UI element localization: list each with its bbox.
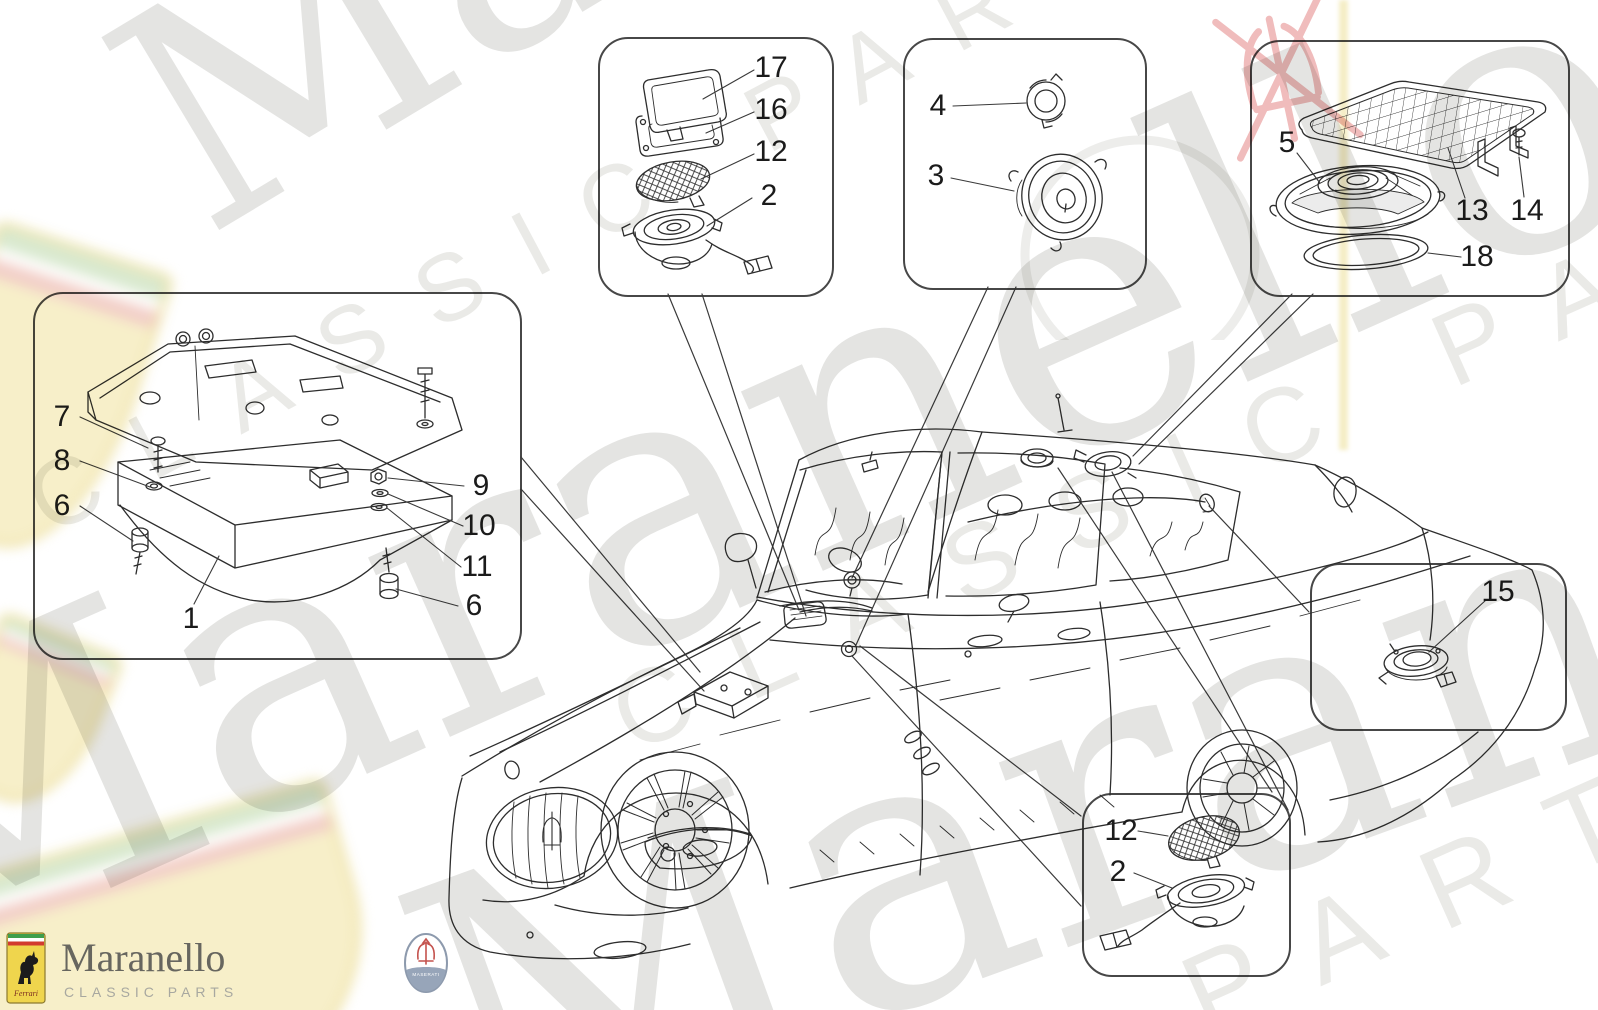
front-wheel [600, 751, 750, 909]
callout-10: 10 [462, 509, 496, 542]
callout-2: 2 [760, 179, 778, 212]
callout-11: 11 [461, 550, 493, 583]
callout-box-dash-speaker [598, 37, 834, 297]
callout-1: 1 [182, 602, 200, 635]
callout-12: 12 [754, 135, 788, 168]
footer-tagline-text: CLASSIC PARTS [64, 984, 239, 1000]
callout-12-rear: 12 [1104, 814, 1138, 847]
callout-box-shelf-tweeter [1310, 563, 1567, 731]
callout-6-left: 6 [53, 489, 71, 522]
car-front-door-speaker [840, 640, 858, 658]
callout-box-shelf-subwoofer [1250, 40, 1570, 297]
ferrari-shield-icon: Ferrari [6, 932, 46, 1004]
car-dash-center-speaker [783, 601, 827, 629]
callout-17: 17 [754, 51, 788, 84]
ferrari-badge-text: Ferrari [13, 989, 38, 998]
callout-16: 16 [754, 93, 788, 126]
callout-3: 3 [927, 159, 945, 192]
callout-7: 7 [53, 400, 71, 433]
callout-15: 15 [1481, 575, 1515, 608]
footer-logo: Ferrari Maranello CLASSIC PARTS MASERATI [6, 932, 449, 1004]
callout-4: 4 [929, 89, 947, 122]
callout-9: 9 [472, 469, 490, 502]
callout-6-right: 6 [465, 589, 483, 622]
footer-brand-text: Maranello [61, 935, 226, 980]
maserati-badge-text: MASERATI [413, 972, 440, 977]
maserati-oval-icon: MASERATI [404, 933, 449, 993]
callout-13: 13 [1455, 194, 1489, 227]
footer-wordmark: Maranello CLASSIC PARTS [61, 935, 239, 1001]
callout-14: 14 [1510, 194, 1544, 227]
car-shelf-speakers [1020, 448, 1137, 479]
callout-2-rear: 2 [1109, 855, 1127, 888]
callout-box-amplifier [33, 292, 522, 660]
car-dash-end-tweeter [843, 571, 861, 597]
car-rear-quarter-tweeter [1199, 493, 1215, 513]
callout-8: 8 [53, 444, 71, 477]
callout-18: 18 [1460, 240, 1494, 273]
car-hood-amplifier [677, 671, 769, 719]
callout-5: 5 [1278, 126, 1296, 159]
